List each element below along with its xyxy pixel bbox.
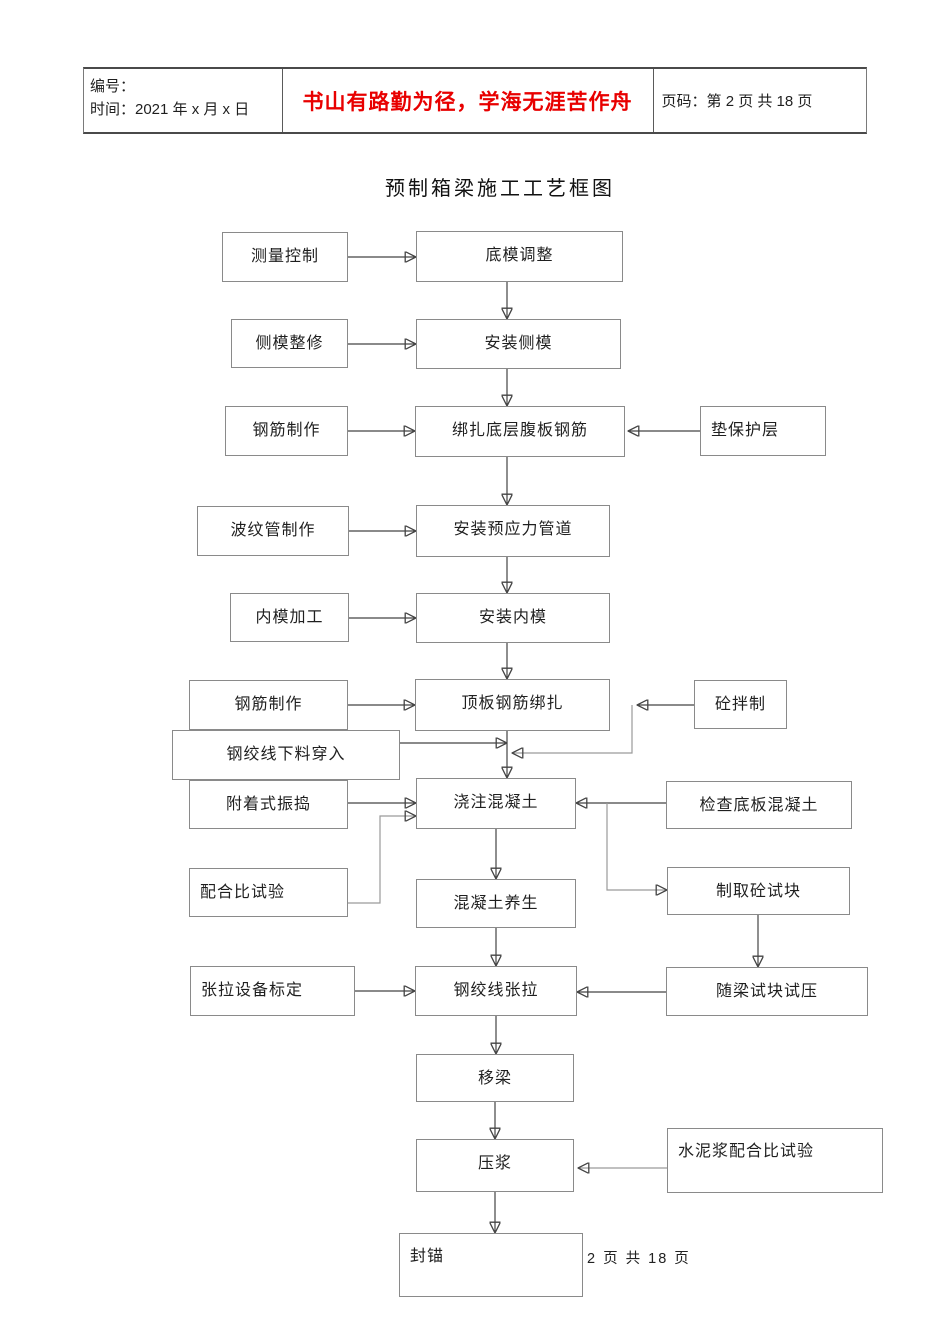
flow-box-label: 侧模整修 — [255, 333, 324, 352]
flow-box-label: 波纹管制作 — [230, 520, 316, 539]
flow-box-label: 砼拌制 — [714, 694, 766, 713]
header-page-info: 页码：第 2 页 共 18 页 — [652, 69, 866, 132]
flow-box-label: 附着式振捣 — [225, 794, 311, 813]
flow-box-concrete-pouring: 浇注混凝土 — [416, 778, 576, 829]
flow-box-rebar-fabrication-1: 钢筋制作 — [225, 406, 348, 456]
flow-box-protective-layer-pad: 垫保护层 — [700, 406, 826, 456]
flow-box-girder-moving: 移梁 — [416, 1054, 574, 1102]
flow-box-label: 钢绞线下料穿入 — [226, 744, 346, 763]
flow-box-attached-vibrator: 附着式振捣 — [189, 780, 348, 829]
flow-box-side-form-repair: 侧模整修 — [231, 319, 348, 368]
flow-box-install-prestress-duct: 安装预应力管道 — [416, 505, 610, 557]
flow-box-label: 安装侧模 — [484, 333, 553, 352]
flow-box-rebar-fabrication-2: 钢筋制作 — [189, 680, 348, 730]
header-slogan: 书山有路勤为径，学海无涯苦作舟 — [281, 69, 653, 132]
footer-page-number: 2 页 共 18 页 — [587, 1251, 691, 1267]
flow-box-label: 压浆 — [477, 1153, 512, 1172]
flow-box-cement-grout-mix-test: 水泥浆配合比试验 — [667, 1128, 883, 1193]
flow-box-label: 钢绞线张拉 — [453, 980, 539, 999]
flow-box-label: 顶板钢筋绑扎 — [461, 693, 564, 712]
flow-box-take-concrete-samples: 制取砼试块 — [667, 867, 850, 915]
flow-box-check-bottom-slab-concrete: 检查底板混凝土 — [666, 781, 852, 829]
flow-box-label: 移梁 — [477, 1068, 512, 1087]
flow-box-concrete-mixing: 砼拌制 — [694, 680, 787, 729]
flow-box-label: 随梁试块试压 — [715, 981, 818, 1000]
flow-box-strand-tensioning: 钢绞线张拉 — [415, 966, 577, 1016]
flow-box-grouting: 压浆 — [416, 1139, 574, 1192]
flow-box-strand-cutting-threading: 钢绞线下料穿入 — [172, 730, 400, 780]
flow-box-top-slab-rebar-tying: 顶板钢筋绑扎 — [415, 679, 610, 731]
flow-box-label: 钢筋制作 — [234, 694, 303, 713]
flow-box-concrete-curing: 混凝土养生 — [416, 879, 576, 928]
flow-box-label: 测量控制 — [250, 246, 319, 265]
flow-box-label: 封锚 — [410, 1246, 445, 1265]
flow-box-tie-bottom-web-rebar: 绑扎底层腹板钢筋 — [415, 406, 625, 457]
flow-box-inner-form-processing: 内模加工 — [230, 593, 349, 642]
header-cell-meta: 编号： 时间：2021 年 x 月 x 日 — [84, 69, 282, 132]
flow-box-label: 张拉设备标定 — [201, 980, 304, 999]
flow-box-install-inner-form: 安装内模 — [416, 593, 610, 643]
flow-box-survey-control: 测量控制 — [222, 232, 348, 282]
flow-box-bottom-form-adjust: 底模调整 — [416, 231, 623, 282]
flow-box-label: 混凝土养生 — [453, 893, 539, 912]
flow-box-label: 水泥浆配合比试验 — [678, 1141, 815, 1160]
flow-box-label: 浇注混凝土 — [453, 792, 539, 811]
flow-box-label: 配合比试验 — [200, 882, 286, 901]
flow-box-anchor-sealing: 封锚 — [399, 1233, 583, 1297]
flow-box-label: 底模调整 — [485, 245, 554, 264]
flow-box-label: 绑扎底层腹板钢筋 — [451, 420, 588, 439]
flow-box-label: 安装预应力管道 — [453, 519, 573, 538]
flow-box-label: 检查底板混凝土 — [699, 795, 819, 814]
flow-box-label: 内模加工 — [255, 607, 324, 626]
flow-box-install-side-form: 安装侧模 — [416, 319, 621, 369]
flow-box-label: 钢筋制作 — [252, 420, 321, 439]
page-title: 预制箱梁施工工艺框图 — [385, 176, 615, 200]
flow-box-label: 制取砼试块 — [715, 881, 801, 900]
flow-box-label: 安装内模 — [478, 607, 547, 626]
flow-box-corrugated-duct-fabrication: 波纹管制作 — [197, 506, 349, 556]
flow-box-specimen-pressure-test: 随梁试块试压 — [666, 967, 868, 1016]
header-number-label: 编号： — [90, 78, 136, 95]
flow-box-mix-ratio-test: 配合比试验 — [189, 868, 348, 917]
header-table: 编号： 时间：2021 年 x 月 x 日 书山有路勤为径，学海无涯苦作舟 页码… — [83, 67, 867, 134]
flow-box-tensioning-equipment-calibration: 张拉设备标定 — [190, 966, 355, 1016]
header-time-label: 时间：2021 年 x 月 x 日 — [90, 101, 250, 119]
flow-box-label: 垫保护层 — [711, 420, 780, 439]
